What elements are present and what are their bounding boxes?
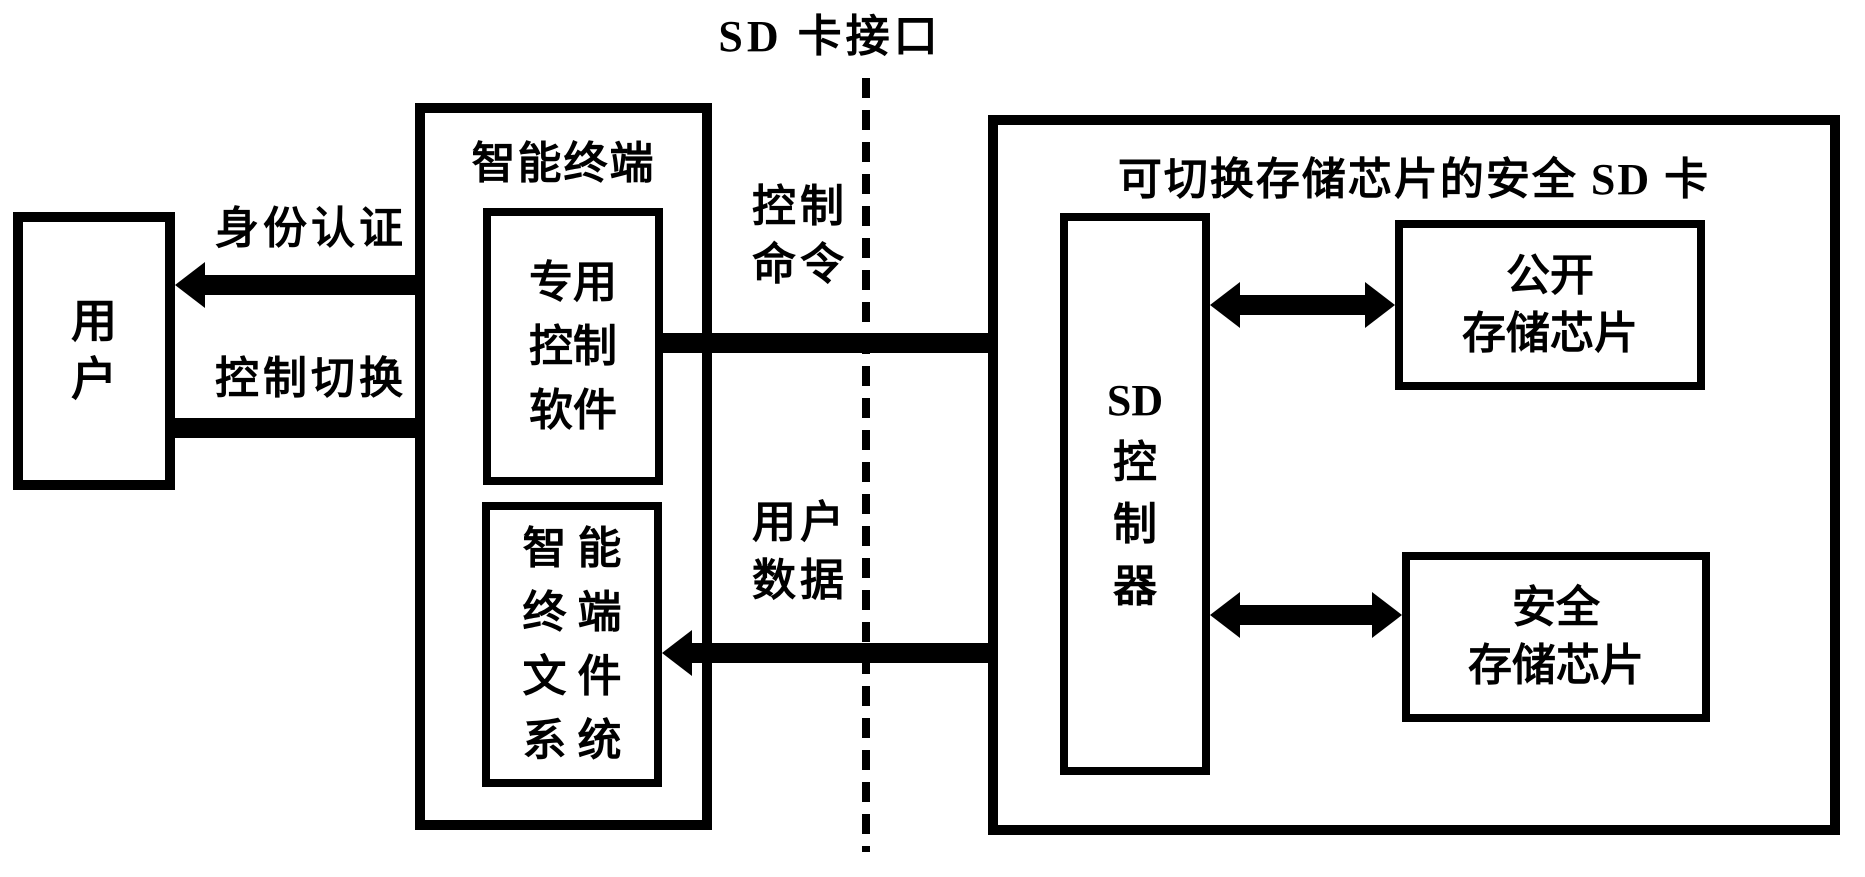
file-system-box: 智 能 终 端 文 件 系 统 <box>482 502 662 787</box>
public-chip-line1: 公开 <box>1506 251 1594 300</box>
secure-chip-arrow-shaft <box>1238 605 1376 625</box>
file-system-line4: 系 统 <box>522 715 622 765</box>
secure-chip-line2: 存储芯片 <box>1468 641 1644 690</box>
auth-arrow-shaft <box>203 275 457 295</box>
auth-arrow-label: 身份认证 <box>215 204 407 253</box>
switch-arrow-label: 控制切换 <box>215 354 407 403</box>
control-software-line3: 软件 <box>529 385 617 435</box>
file-system-line3: 文 件 <box>522 651 622 701</box>
user-box-label-line2: 户 <box>71 354 117 405</box>
secure-chip-arrow-left-head <box>1210 592 1240 638</box>
file-system-line1: 智 能 <box>522 523 622 573</box>
public-chip-arrow-right-head <box>1365 282 1395 328</box>
secure-chip-line1: 安全 <box>1512 583 1600 632</box>
sd-controller-box: SD 控 制 器 <box>1060 213 1210 775</box>
data-arrow-label: 用户 数据 <box>740 494 860 610</box>
public-chip-arrow-left-head <box>1210 282 1240 328</box>
data-arrow-shaft <box>690 643 1034 663</box>
data-label-line1: 用户 <box>752 498 848 547</box>
sd-interface-label: SD 卡接口 <box>718 12 942 61</box>
auth-arrow-left-head <box>175 262 205 308</box>
control-software-line2: 控制 <box>529 321 617 371</box>
data-arrow-left-head <box>662 630 692 676</box>
switch-arrow-shaft <box>175 418 457 438</box>
data-label-line2: 数据 <box>752 556 848 605</box>
command-label-line1: 控制 <box>752 182 848 231</box>
public-storage-chip-box: 公开 存储芯片 <box>1395 220 1705 390</box>
control-software-box: 专用 控制 软件 <box>483 208 663 485</box>
smart-terminal-title: 智能终端 <box>471 139 656 188</box>
public-chip-arrow-shaft <box>1238 295 1369 315</box>
sd-controller-line2: 控 <box>1113 438 1157 487</box>
public-chip-line2: 存储芯片 <box>1462 309 1638 358</box>
sd-interface-dashed-line <box>862 78 870 852</box>
secure-sd-card-title: 可切换存储芯片的安全 SD 卡 <box>1117 155 1711 204</box>
user-box: 用 户 <box>13 212 175 490</box>
file-system-line2: 终 端 <box>522 587 622 637</box>
command-arrow-shaft <box>663 333 1034 353</box>
control-software-line1: 专用 <box>529 257 617 307</box>
user-box-label-line1: 用 <box>71 296 117 347</box>
secure-sd-card-box: 可切换存储芯片的安全 SD 卡 SD 控 制 器 公开 存储芯片 安全 存储芯片 <box>988 115 1840 835</box>
secure-storage-chip-box: 安全 存储芯片 <box>1402 552 1710 722</box>
secure-chip-arrow-right-head <box>1372 592 1402 638</box>
command-arrow-label: 控制 命令 <box>740 178 860 294</box>
command-label-line2: 命令 <box>752 240 848 289</box>
smart-terminal-box: 智能终端 专用 控制 软件 智 能 终 端 文 件 系 统 <box>415 103 712 830</box>
sd-controller-line3: 制 <box>1113 500 1157 549</box>
sd-controller-line4: 器 <box>1113 562 1157 611</box>
sd-controller-line1: SD <box>1106 376 1164 425</box>
